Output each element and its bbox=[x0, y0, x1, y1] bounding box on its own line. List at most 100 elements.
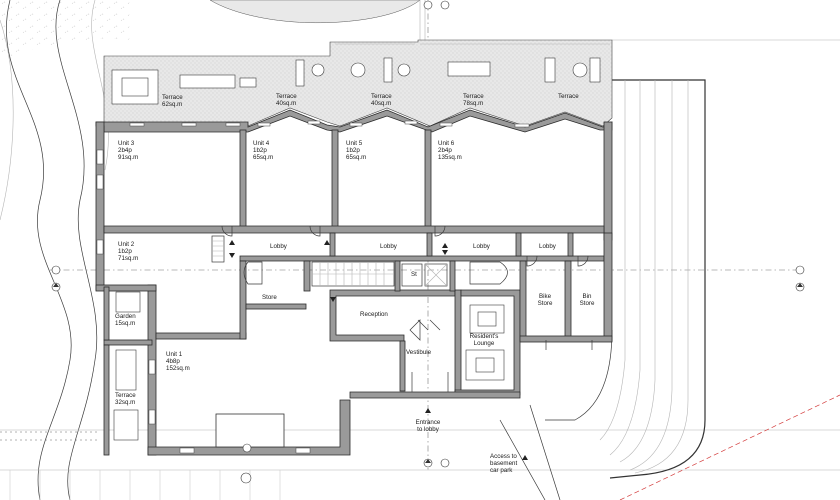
terrace-dining-table bbox=[179, 74, 236, 89]
stair-1-treads bbox=[212, 240, 224, 257]
curved-stair-right bbox=[469, 261, 508, 285]
type-unit2: 1b2p bbox=[118, 248, 132, 255]
wall-unit4-unit5 bbox=[331, 129, 339, 231]
path-curve-outer bbox=[6, 0, 72, 500]
label-residents-lounge-2: Lounge bbox=[474, 340, 495, 347]
label-carpark-1: Access to bbox=[490, 453, 517, 460]
terrace32-table bbox=[115, 349, 137, 391]
terraces bbox=[103, 39, 613, 127]
label-terrace-40a: Terrace bbox=[276, 93, 297, 100]
terrace-lounger-1 bbox=[239, 77, 257, 88]
ramp-lane-1 bbox=[599, 80, 626, 441]
terrace-round-table-3 bbox=[397, 63, 411, 77]
label-lobby-3: Lobby bbox=[473, 243, 491, 250]
vestibule-east-wall bbox=[454, 289, 462, 393]
lobby-divider-2 bbox=[426, 232, 433, 257]
west-wall-upper bbox=[95, 121, 105, 291]
garden-table bbox=[115, 291, 141, 313]
corridor-wall-top bbox=[103, 225, 605, 234]
ramp-lane-4 bbox=[629, 80, 673, 471]
label-terrace-62: Terrace bbox=[162, 94, 183, 101]
site-boundary-left bbox=[0, 19, 14, 221]
area-unit2: 71sq.m bbox=[118, 255, 138, 262]
label-bike-store-2: Store bbox=[538, 300, 553, 307]
terrace-lounger-2 bbox=[295, 59, 305, 87]
core-wall-a bbox=[303, 260, 311, 292]
furniture bbox=[113, 291, 505, 484]
lawn-area bbox=[0, 0, 130, 60]
label-terrace-east: Terrace bbox=[558, 93, 579, 100]
grid-marker-top bbox=[423, 0, 450, 10]
grid-marker-right bbox=[795, 265, 805, 292]
windows bbox=[96, 120, 530, 454]
area-terrace-32: 32sq.m bbox=[115, 399, 135, 406]
curved-stair-left bbox=[243, 261, 263, 285]
label-unit1: Unit 1 bbox=[166, 351, 183, 358]
label-lobby-1: Lobby bbox=[270, 243, 288, 250]
terrace-lounger-5 bbox=[589, 57, 601, 83]
ramp-lane-3 bbox=[619, 80, 656, 463]
terrace-round-table-2 bbox=[350, 62, 366, 78]
label-vestibule: Vestibule bbox=[406, 349, 432, 356]
area-unit6: 135sq.m bbox=[438, 154, 462, 161]
type-unit6: 2b4p bbox=[438, 147, 452, 154]
car-park-ramp bbox=[499, 79, 706, 500]
ramp-outer-edge bbox=[609, 79, 706, 479]
label-entrance-2: to lobby bbox=[417, 426, 440, 433]
building-walls bbox=[95, 109, 613, 456]
path-curve-middle bbox=[55, 0, 98, 500]
label-reception: Reception bbox=[360, 311, 388, 318]
terrace-round-table-4 bbox=[572, 62, 588, 78]
label-store: Store bbox=[262, 294, 277, 301]
terrace-dining-table-2 bbox=[447, 61, 491, 77]
lounge-table-2-top bbox=[475, 357, 495, 373]
label-st: St bbox=[411, 271, 417, 278]
boundary-red-line bbox=[619, 394, 840, 500]
label-carpark-2: basement bbox=[490, 460, 517, 467]
wall-unit1-east bbox=[239, 260, 247, 340]
doors bbox=[221, 225, 593, 392]
ramp-inner-curve bbox=[545, 329, 613, 421]
bay-window bbox=[215, 413, 285, 448]
corridor-wall-bottom bbox=[239, 255, 605, 262]
terrace-table-1-top bbox=[121, 77, 149, 97]
wall-unit3-unit4 bbox=[239, 129, 247, 231]
label-terrace-40b: Terrace bbox=[371, 93, 392, 100]
type-unit3: 2b4p bbox=[118, 147, 132, 154]
path-curve-inner bbox=[91, 0, 109, 171]
label-entrance-1: Entrance bbox=[416, 419, 441, 426]
ramp-lane-5 bbox=[634, 80, 689, 474]
lift-cross bbox=[424, 263, 448, 287]
area-unit4: 65sq.m bbox=[253, 154, 273, 161]
vestibule-west-wall bbox=[399, 340, 406, 392]
terrace-round-table-1 bbox=[311, 63, 325, 77]
wall-unit5-unit6 bbox=[424, 129, 432, 231]
garden-wall bbox=[103, 339, 153, 346]
area-terrace-78: 78sq.m bbox=[463, 100, 483, 107]
stair-1 bbox=[211, 235, 225, 263]
area-garden: 15sq.m bbox=[115, 320, 135, 327]
lobby-divider-1 bbox=[329, 232, 336, 257]
entrance-bin bbox=[242, 443, 252, 453]
entrance-south-wall bbox=[349, 391, 521, 399]
area-unit5: 65sq.m bbox=[346, 154, 366, 161]
reception-walls bbox=[329, 289, 456, 342]
bollard-1 bbox=[240, 472, 252, 484]
bike-store-wall-left bbox=[519, 260, 527, 342]
pavement-joints bbox=[9, 470, 281, 500]
grid-marker-bottom bbox=[423, 458, 450, 468]
